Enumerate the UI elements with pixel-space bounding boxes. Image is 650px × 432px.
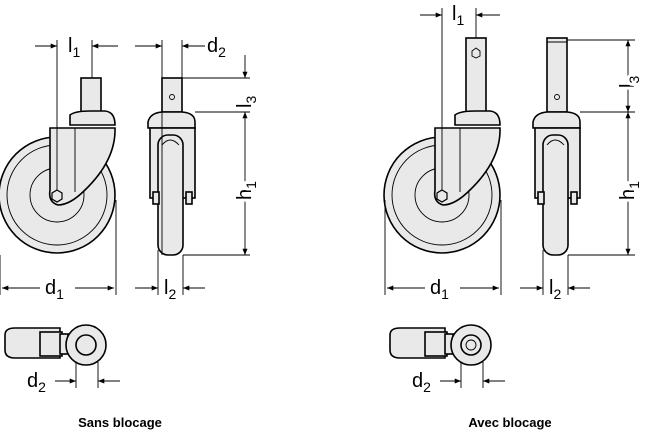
caster-without-lock: l1 d2 l3 h1 d1 l2 d2 Sans blocage (0, 35, 262, 430)
dim-h1: h1 (234, 181, 259, 200)
caster-with-lock: l1 l3 h1 d1 l2 d2 Avec blocage (383, 3, 645, 430)
dim-d1: d1 (45, 277, 64, 302)
dim-d2-bottom-lock: d2 (412, 370, 431, 395)
dim-l1-lock: l1 (452, 3, 464, 28)
dim-l2: l2 (164, 277, 176, 302)
dim-l3-lock: l3 (617, 76, 642, 88)
dim-d2: d2 (207, 35, 226, 60)
caption-sans-blocage: Sans blocage (78, 415, 162, 430)
dim-l3: l3 (234, 96, 259, 108)
caption-avec-blocage: Avec blocage (468, 415, 551, 430)
stem (80, 77, 102, 113)
dim-d1-lock: d1 (430, 277, 449, 302)
dim-h1-lock: h1 (617, 181, 642, 200)
dim-l2-lock: l2 (549, 277, 561, 302)
dim-l1: l1 (68, 35, 80, 60)
dim-d2-bottom: d2 (27, 370, 46, 395)
